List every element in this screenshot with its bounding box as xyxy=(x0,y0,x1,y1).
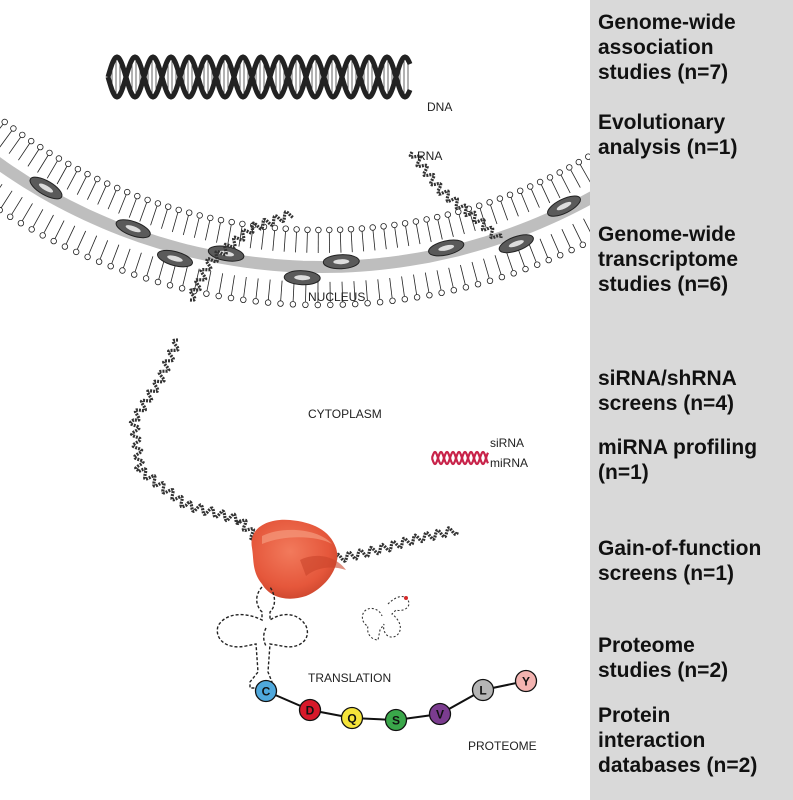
dna-double-helix xyxy=(105,54,413,100)
nucleus-label: NUCLEUS xyxy=(308,290,365,304)
category-mirna-profiling: miRNA profiling (n=1) xyxy=(598,436,758,484)
category-protein-interaction: Protein interaction databases (n=2) xyxy=(598,704,758,777)
category-transcriptome: Genome-wide transcriptome studies (n=6) xyxy=(598,223,739,296)
amino-acid-q xyxy=(340,706,364,730)
ribosome xyxy=(251,519,346,599)
amino-acid-v xyxy=(428,702,452,726)
category-gwas: Genome-wide association studies (n=7) xyxy=(598,11,736,84)
amino-acid-letter: S xyxy=(392,714,400,728)
amino-acid-l xyxy=(471,678,495,702)
amino-acid-d xyxy=(298,698,322,722)
category-proteome: Proteome studies (n=2) xyxy=(598,634,729,682)
amino-acid-letter: Q xyxy=(347,712,356,726)
sirna-mirna-helix xyxy=(430,450,489,466)
dna-label: DNA xyxy=(427,100,452,114)
amino-acid-c xyxy=(254,679,278,703)
amino-acid-y xyxy=(514,669,538,693)
study-categories-panel: Genome-wide association studies (n=7) Ev… xyxy=(590,0,793,800)
mirna-label: miRNA xyxy=(490,456,528,470)
category-sirna-screens: siRNA/shRNA screens (n=4) xyxy=(598,367,737,415)
amino-acid-letter: Y xyxy=(522,675,530,689)
trna-large xyxy=(216,586,309,689)
translation-label: TRANSLATION xyxy=(308,671,391,685)
rna-strands xyxy=(128,151,503,566)
polypeptide-chain: C D Q S V L Y xyxy=(254,669,538,732)
category-evolutionary: Evolutionary analysis (n=1) xyxy=(598,111,738,159)
proteome-label: PROTEOME xyxy=(468,739,537,753)
amino-acid-letter: V xyxy=(436,708,444,722)
sirna-label: siRNA xyxy=(490,436,524,450)
trna-small xyxy=(361,595,410,641)
nuclear-membrane xyxy=(0,118,590,309)
category-gain-of-function: Gain-of-function screens (n=1) xyxy=(598,537,762,585)
amino-acid-letter: C xyxy=(262,685,271,699)
amino-acid-letter: L xyxy=(479,684,486,698)
amino-acid-s xyxy=(384,708,408,732)
rna-label: RNA xyxy=(417,149,442,163)
cytoplasm-label: CYTOPLASM xyxy=(308,407,382,421)
amino-acid-letter: D xyxy=(306,704,315,718)
